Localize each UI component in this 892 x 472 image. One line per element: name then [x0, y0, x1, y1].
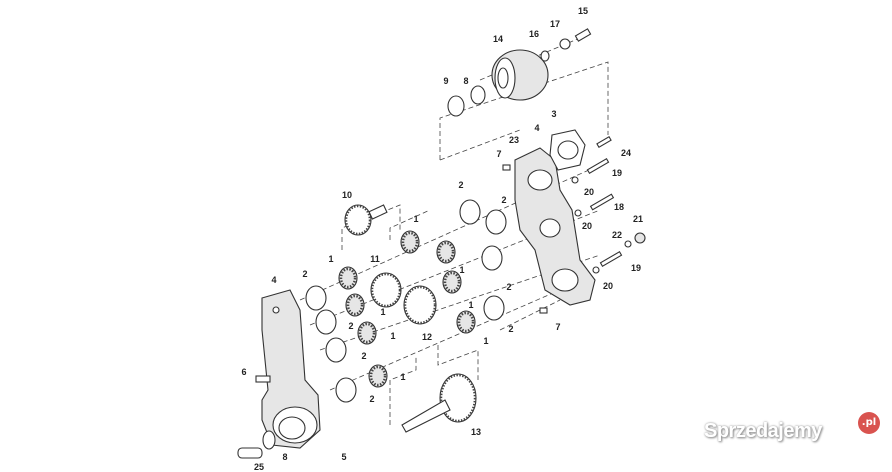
callout-label: 4: [271, 275, 276, 285]
callout-label: 10: [342, 190, 352, 200]
cone-bearings: [338, 230, 476, 388]
callout-label: 2: [508, 324, 513, 334]
callout-label: 8: [463, 76, 468, 86]
watermark-badge: .pl: [858, 412, 880, 434]
callout-label: 2: [506, 282, 511, 292]
callout-label: 2: [501, 195, 506, 205]
callout-label: 1: [413, 214, 418, 224]
small-parts: [237, 28, 646, 459]
callout-label: 22: [612, 230, 622, 240]
callout-label: 2: [361, 351, 366, 361]
callout-label: 3: [551, 109, 556, 119]
right-housing: [514, 129, 596, 306]
callout-label: 17: [550, 19, 560, 29]
callout-label: 4: [534, 123, 539, 133]
callout-labels: 15 17 16 14 8 9 3 4 23 7 24 19 20 18 20 …: [241, 6, 643, 472]
callout-label: 15: [578, 6, 588, 16]
callout-label: 7: [555, 322, 560, 332]
callout-label: 2: [369, 394, 374, 404]
callout-label: 6: [241, 367, 246, 377]
left-housing: [261, 289, 321, 449]
watermark-logo: Sprzedajemy: [704, 420, 822, 442]
callout-label: 1: [468, 300, 473, 310]
callout-label: 1: [400, 372, 405, 382]
callout-label: 2: [302, 269, 307, 279]
drum-part-14: [491, 49, 549, 101]
callout-label: 11: [370, 254, 380, 264]
callout-label: 1: [459, 265, 464, 275]
callout-label: 1: [328, 254, 333, 264]
callout-label: 20: [584, 187, 594, 197]
callout-label: 16: [529, 29, 539, 39]
callout-label: 12: [422, 332, 432, 342]
callout-label: 14: [493, 34, 503, 44]
callout-label: 24: [621, 148, 631, 158]
callout-label: 13: [471, 427, 481, 437]
bearing-cups: [305, 199, 507, 403]
callout-label: 8: [282, 452, 287, 462]
callout-label: 1: [380, 307, 385, 317]
callout-label: 1: [483, 336, 488, 346]
callout-label: 5: [341, 452, 346, 462]
callout-label: 20: [582, 221, 592, 231]
callout-label: 19: [631, 263, 641, 273]
callout-label: 18: [614, 202, 624, 212]
callout-label: 21: [633, 214, 643, 224]
callout-label: 25: [254, 462, 264, 472]
callout-label: 1: [390, 331, 395, 341]
callout-label: 9: [443, 76, 448, 86]
callout-label: 19: [612, 168, 622, 178]
callout-label: 7: [496, 149, 501, 159]
callout-label: 2: [348, 321, 353, 331]
callout-label: 20: [603, 281, 613, 291]
callout-label: 2: [458, 180, 463, 190]
gears: [344, 204, 477, 433]
callout-label: 23: [509, 135, 519, 145]
